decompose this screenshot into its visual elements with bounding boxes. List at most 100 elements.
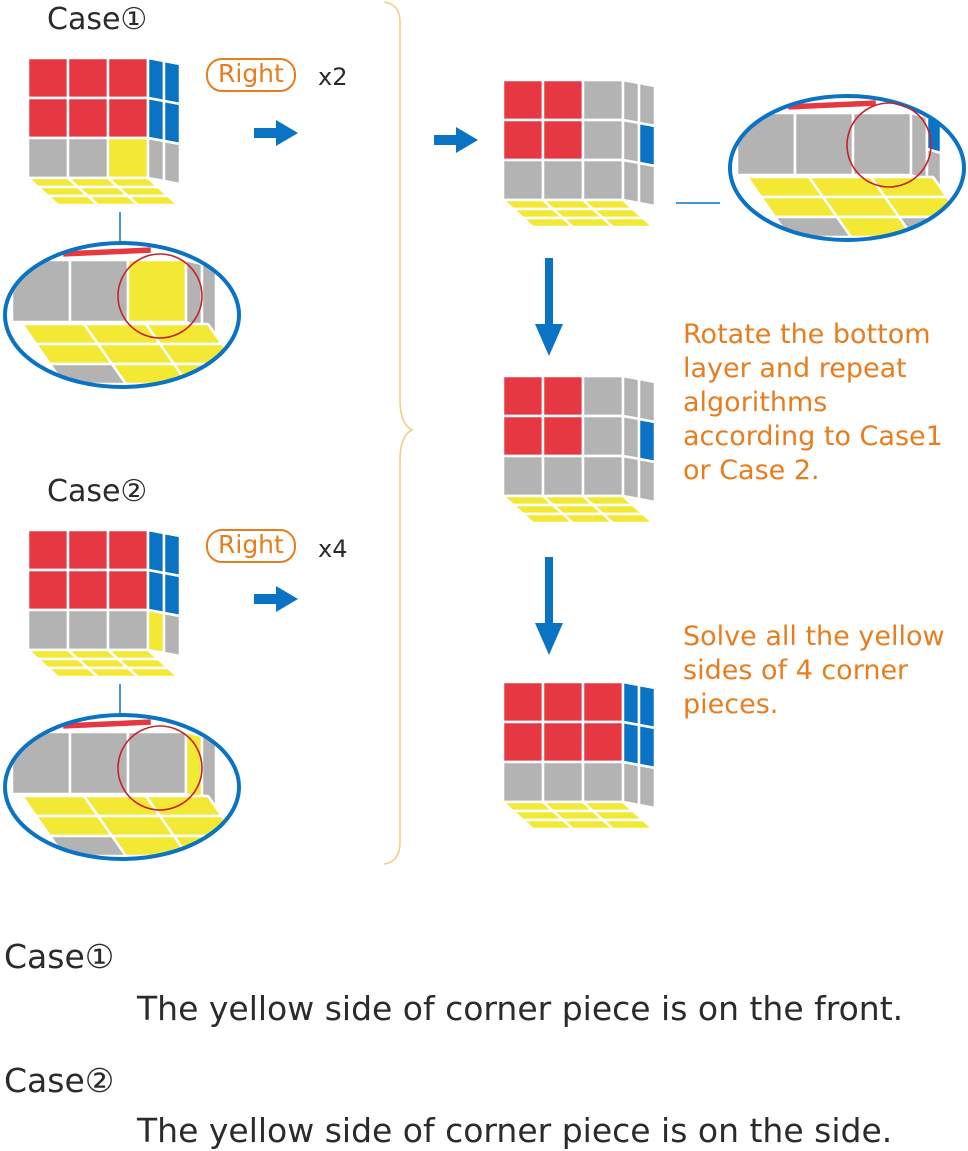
cube-sticker: [541, 374, 585, 418]
cube-sticker: [541, 78, 585, 122]
arrow-down-icon: [535, 258, 563, 356]
cube-sticker: [637, 161, 657, 208]
cube-sticker: [146, 608, 166, 655]
zoom-view-case1: [3, 241, 241, 389]
cube-sticker: [106, 568, 150, 612]
cube-sticker: [26, 56, 70, 100]
cube-case1-before: [26, 56, 182, 207]
cube-sticker: [501, 454, 545, 498]
instruction-solve-corners: Solve all the yellow sides of 4 corner p…: [683, 621, 945, 720]
highlight-circle: [846, 102, 932, 188]
arrow-down-icon: [535, 557, 563, 655]
cube-sticker: [66, 528, 110, 572]
cube-sticker: [637, 377, 657, 424]
cube-sticker: [146, 528, 166, 575]
cube-sticker: [146, 96, 166, 143]
cube-sticker: [26, 528, 70, 572]
cube-sticker: [68, 258, 130, 324]
cube-sticker: [541, 414, 585, 458]
move-pill-case1: Right: [206, 58, 296, 92]
legend-case2-description: The yellow side of corner piece is on th…: [137, 1111, 893, 1150]
cube-sticker: [637, 417, 657, 464]
cube-sticker: [591, 503, 645, 516]
connector-line: [119, 684, 121, 718]
cube-sticker: [501, 78, 545, 122]
zoom-view-case2: [3, 713, 241, 861]
cube-sticker: [146, 136, 166, 183]
cube-sticker: [106, 176, 160, 189]
cube-sticker: [144, 322, 224, 346]
cube-sticker: [581, 720, 625, 764]
cube-sticker: [126, 258, 188, 324]
cube-sticker: [66, 56, 110, 100]
cube-sticker: [106, 96, 150, 140]
cube-sticker: [541, 760, 585, 804]
cube-sticker: [735, 111, 797, 177]
cube-sticker: [591, 809, 645, 822]
cube-sticker: [621, 158, 641, 205]
cube-after-move: [501, 78, 657, 229]
cube-sticker: [581, 374, 625, 418]
instruction-rotate-bottom: Rotate the bottom layer and repeat algor…: [683, 319, 943, 486]
cube-sticker: [126, 194, 180, 207]
arrow-right-icon: [254, 120, 298, 146]
cube-sticker: [581, 494, 635, 507]
cube-sticker: [501, 760, 545, 804]
legend-case2-title: Case②: [4, 1061, 115, 1100]
cube-sticker: [66, 136, 110, 180]
cube-sticker: [621, 414, 641, 461]
cube-sticker: [541, 720, 585, 764]
cube-sticker: [162, 571, 182, 618]
cube-sticker: [601, 818, 655, 831]
cube-sticker: [637, 763, 657, 810]
cube-sticker: [581, 158, 625, 202]
cube-sticker: [601, 512, 655, 525]
cube-sticker: [621, 78, 641, 125]
cube-sticker: [621, 760, 641, 807]
cube-sticker: [637, 457, 657, 504]
cube-sticker: [501, 680, 545, 724]
cube-sticker: [66, 608, 110, 652]
cube-sticker: [541, 158, 585, 202]
cube-sticker: [162, 531, 182, 578]
cube-sticker: [541, 118, 585, 162]
cube-sticker: [144, 794, 224, 818]
highlight-circle: [117, 725, 203, 811]
cube-sticker: [621, 680, 641, 727]
cube-sticker: [162, 139, 182, 186]
cube-sticker: [26, 136, 70, 180]
cube-sticker: [637, 81, 657, 128]
cube-sticker: [146, 56, 166, 103]
cube-sticker: [68, 730, 130, 796]
cube-sticker: [501, 414, 545, 458]
cube-sticker: [26, 96, 70, 140]
cube-sticker: [10, 730, 72, 796]
case1-label: Case①: [47, 2, 148, 37]
cube-sticker: [66, 568, 110, 612]
cube-sticker: [637, 723, 657, 770]
cube-sticker: [26, 568, 70, 612]
zoom-view-after-move: [728, 94, 966, 242]
arrow-right-icon: [254, 586, 298, 612]
cube-sticker: [581, 414, 625, 458]
cube-sticker: [501, 118, 545, 162]
legend-case1-title: Case①: [4, 937, 115, 976]
cube-sticker: [621, 118, 641, 165]
cube-sticker: [591, 207, 645, 220]
cube-sticker: [106, 608, 150, 652]
cube-sticker: [621, 454, 641, 501]
cube-sticker: [106, 648, 160, 661]
cube-sticker: [501, 158, 545, 202]
cube-sticker: [116, 185, 170, 198]
cube-sticker: [26, 608, 70, 652]
highlight-circle: [117, 253, 203, 339]
repeat-count-case2: x4: [318, 535, 348, 563]
cube-solved-corners: [501, 680, 657, 831]
cube-sticker: [146, 568, 166, 615]
cube-sticker: [66, 96, 110, 140]
cube-sticker: [581, 680, 625, 724]
connector-line: [676, 202, 720, 204]
cube-sticker: [541, 454, 585, 498]
cube-sticker: [637, 683, 657, 730]
zoom-ellipse-outline: [3, 241, 241, 389]
